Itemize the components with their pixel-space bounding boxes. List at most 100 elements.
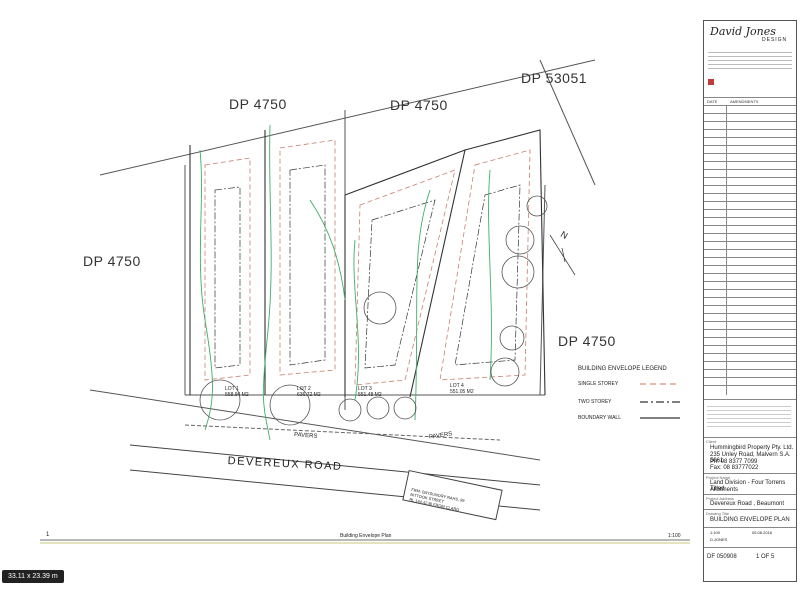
notes-section <box>704 399 796 438</box>
amendment-row <box>704 121 796 130</box>
sign-box <box>402 469 503 521</box>
legend-item-single: SINGLE STOREY <box>578 381 619 387</box>
lot-3-label: LOT 3 551.48 M2 <box>358 386 382 398</box>
lot-3-name: LOT 3 <box>358 386 372 392</box>
amendment-row <box>704 377 796 386</box>
client-label: Client <box>706 439 717 444</box>
project-label: Project Name <box>706 475 731 480</box>
amendment-row <box>704 353 796 362</box>
amendment-row <box>704 233 796 242</box>
amendment-row <box>704 273 796 282</box>
institute-logo-icon <box>708 79 714 85</box>
amendment-row <box>704 321 796 330</box>
amendment-row <box>704 201 796 210</box>
client-line-4: Fax: 08 83777022 <box>710 465 759 471</box>
scale-value: 1:100 <box>710 530 721 535</box>
lot-1-label: LOT 1 558.94 M2 <box>225 386 249 398</box>
amendments-divider <box>726 105 727 395</box>
amendment-row <box>704 257 796 266</box>
amendment-row <box>704 361 796 370</box>
lot-1-name: LOT 1 <box>225 386 239 392</box>
amendment-row <box>704 281 796 290</box>
brand-name: David Jones <box>710 25 776 38</box>
brand-sub: DESIGN <box>762 37 788 43</box>
legend-swatches <box>640 383 680 419</box>
header-amendments: AMENDMENTS <box>730 99 759 104</box>
drawing-title-value: BUILDING ENVELOPE PLAN <box>710 517 790 523</box>
two-storey-envelopes <box>214 164 521 369</box>
numbers-section: DF 050908 1 OF 5 <box>704 547 796 578</box>
amendment-row <box>704 217 796 226</box>
drawn-value: D.JONES <box>710 537 728 542</box>
header-date: DATE <box>707 99 718 104</box>
client-line-1: Hummingbird Property Pty. Ltd. <box>710 445 794 451</box>
lot-3-area: 551.48 M2 <box>358 392 382 398</box>
amendment-row <box>704 265 796 274</box>
title-block: David Jones DESIGN DATE AMENDMENTS Clien… <box>703 20 797 582</box>
project-line-2: Allotments <box>710 487 739 493</box>
amendment-row <box>704 161 796 170</box>
dp-label-north-right: DP 53051 <box>521 70 588 86</box>
dp-label-north-left: DP 4750 <box>229 96 287 112</box>
single-storey-envelopes <box>204 139 531 386</box>
amendment-row <box>704 345 796 354</box>
lot-4-label: LOT 4 551.05 M2 <box>450 383 474 395</box>
amendment-row <box>704 305 796 314</box>
lot-2-label: LOT 2 636.72 M2 <box>297 386 321 398</box>
amendment-row <box>704 241 796 250</box>
footer-scale: 1:100 <box>668 533 681 539</box>
scale-date-section: 1:100 05.08.2016 D.JONES <box>704 527 796 546</box>
lot-2-area: 636.72 M2 <box>297 392 321 398</box>
trees <box>199 195 548 426</box>
amendment-row <box>704 105 796 114</box>
footer-title: Building Envelope Plan <box>340 533 392 539</box>
amendment-row <box>704 145 796 154</box>
legend-title: BUILDING ENVELOPE LEGEND <box>578 366 667 372</box>
address-section: Project Address Devereux Road , Beaumont <box>704 494 796 509</box>
lot-4-area: 551.05 M2 <box>450 389 474 395</box>
amendment-row <box>704 185 796 194</box>
amendment-row <box>704 169 796 178</box>
amendment-row <box>704 153 796 162</box>
amendment-row <box>704 369 796 378</box>
boundary-lines <box>89 59 596 461</box>
address-value: Devereux Road , Beaumont <box>710 501 785 507</box>
project-section: Project Name Land Division - Four Torren… <box>704 473 796 494</box>
amendment-row <box>704 297 796 306</box>
dp-label-west: DP 4750 <box>83 253 141 269</box>
client-section: Client Hummingbird Property Pty. Ltd. 23… <box>704 437 796 472</box>
lot-1-area: 558.94 M2 <box>225 392 249 398</box>
amendment-row <box>704 193 796 202</box>
amendment-row <box>704 337 796 346</box>
legend-item-two: TWO STOREY <box>578 399 612 405</box>
date-value: 05.08.2016 <box>752 530 773 535</box>
drawing-title-label: Drawing Title <box>706 511 730 516</box>
amendment-row <box>704 313 796 322</box>
dp-label-north-mid: DP 4750 <box>390 97 448 113</box>
amendment-row <box>704 329 796 338</box>
amendment-row <box>704 385 796 394</box>
lot-4-name: LOT 4 <box>450 383 464 389</box>
client-line-2: 235 Unley Road, Malvern S.A. 5061 <box>710 452 791 464</box>
contour-lines <box>199 124 492 441</box>
amendment-row <box>704 129 796 138</box>
dp-label-east: DP 4750 <box>558 333 616 349</box>
notes-lines <box>707 403 791 427</box>
project-number: DF 050908 <box>707 554 737 560</box>
footer-page-index: 1 <box>46 532 50 538</box>
lot-boundaries <box>189 129 546 398</box>
drawing-number: 1 OF 5 <box>756 554 775 560</box>
amendment-row <box>704 113 796 122</box>
amendment-row <box>704 289 796 298</box>
amendment-row <box>704 209 796 218</box>
legend-item-wall: BOUNDARY WALL <box>578 415 621 421</box>
amendment-row <box>704 177 796 186</box>
brand-contact-block <box>708 49 792 79</box>
drawing-title-section: Drawing Title BUILDING ENVELOPE PLAN <box>704 509 796 526</box>
lot-2-name: LOT 2 <box>297 386 311 392</box>
amendment-row <box>704 225 796 234</box>
amendment-row <box>704 249 796 258</box>
client-line-3: Ph: 08 8377 7099 <box>710 459 758 465</box>
amendments-header: DATE AMENDMENTS <box>704 97 796 106</box>
